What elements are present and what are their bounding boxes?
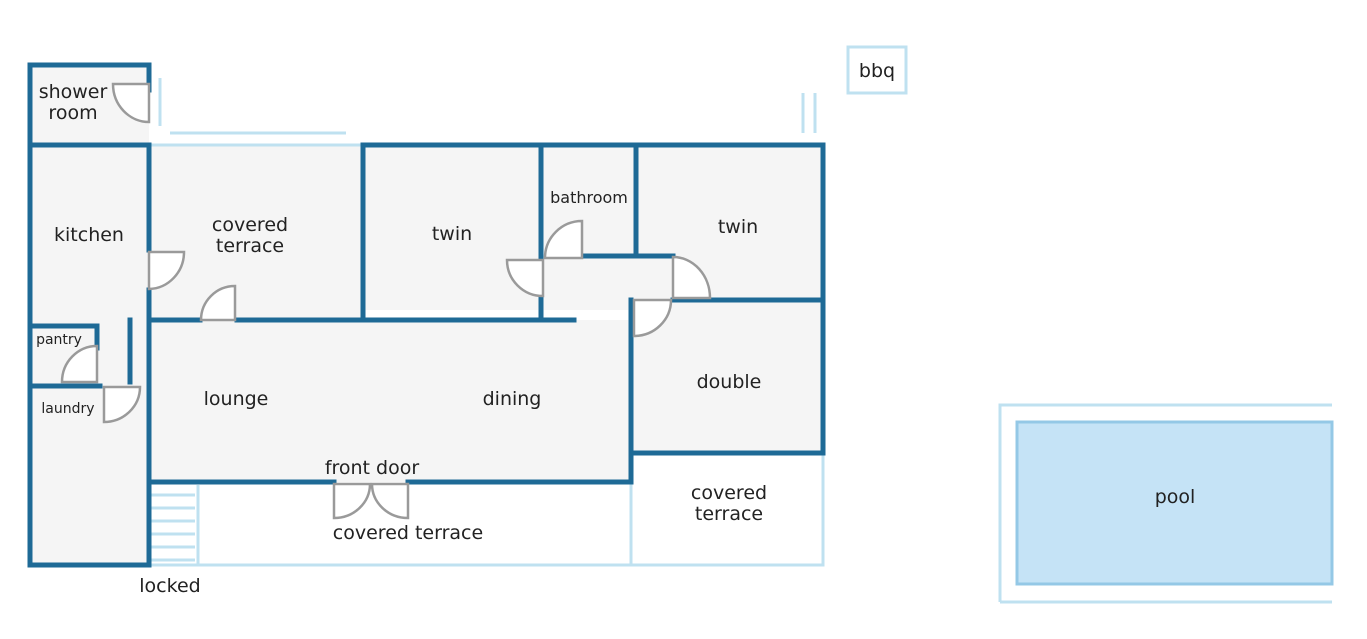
double-door xyxy=(632,298,673,338)
doors xyxy=(60,82,712,520)
shower-room-label-2: room xyxy=(48,102,97,124)
dining-label: dining xyxy=(483,388,542,410)
covered-terrace-top-label-2: terrace xyxy=(216,235,284,257)
kitchen-label: kitchen xyxy=(54,224,124,246)
twin-left-door xyxy=(505,258,545,298)
front-door-label: front door xyxy=(325,457,420,479)
front-door-right xyxy=(370,482,410,520)
room-labels: shower room kitchen covered terrace twin… xyxy=(36,60,1195,597)
laundry-label: laundry xyxy=(41,401,94,417)
locked-label: locked xyxy=(139,575,200,597)
walls xyxy=(27,62,826,568)
covered-terrace-right-label-1: covered xyxy=(691,482,767,504)
double-label: double xyxy=(697,371,762,393)
laundry-door xyxy=(102,385,142,424)
covered-terrace-top-label-1: covered xyxy=(212,214,288,236)
pool-label: pool xyxy=(1155,486,1196,508)
kitchen-door xyxy=(147,250,186,291)
bbq-label: bbq xyxy=(859,60,895,82)
steps xyxy=(151,493,195,562)
twin-left-label: twin xyxy=(432,223,472,245)
pool-water xyxy=(1015,420,1334,586)
bathroom-label: bathroom xyxy=(550,188,628,207)
outer-outlines xyxy=(149,45,1334,604)
bathroom-door xyxy=(543,219,584,260)
covered-terrace-bottom-label: covered terrace xyxy=(333,522,483,544)
covered-terrace-right-label-2: terrace xyxy=(695,503,763,525)
pantry-label: pantry xyxy=(36,332,82,348)
front-door-left xyxy=(332,482,372,520)
bbq-box xyxy=(846,45,908,95)
terrace-door xyxy=(199,284,237,322)
twin-right-label: twin xyxy=(718,216,758,238)
shower-room-door xyxy=(111,82,151,124)
pantry-door xyxy=(60,344,99,384)
shower-room-label-1: shower xyxy=(39,81,108,103)
twin-right-door xyxy=(671,255,712,300)
lounge-label: lounge xyxy=(204,388,269,410)
